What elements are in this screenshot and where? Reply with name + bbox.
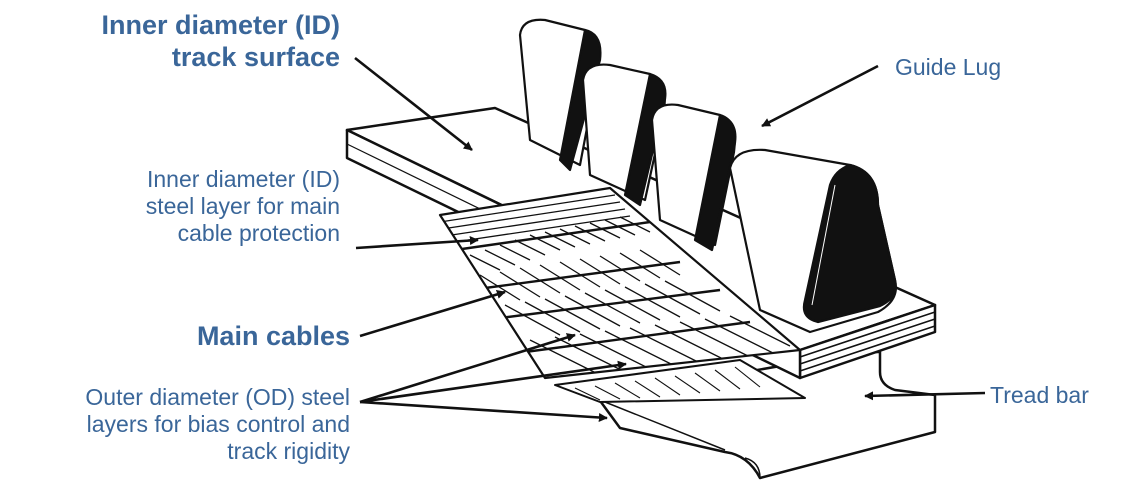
arrow-od-steel-1 bbox=[359, 333, 576, 404]
label-od-steel-line-2: layers for bias control and bbox=[86, 411, 350, 438]
label-id-steel-layer: Inner diameter (ID) steel layer for main… bbox=[10, 166, 340, 247]
label-id-steel-layer-line-2: steel layer for main bbox=[145, 193, 340, 220]
label-od-steel-layers: Outer diameter (OD) steel layers for bia… bbox=[4, 384, 350, 465]
label-id-steel-layer-line-1: Inner diameter (ID) bbox=[146, 166, 340, 192]
arrow-tread-bar bbox=[864, 391, 986, 401]
label-id-track-surface-line-2: track surface bbox=[171, 41, 340, 72]
label-guide-lug: Guide Lug bbox=[895, 54, 1001, 81]
leader-arrows bbox=[354, 56, 986, 422]
label-main-cables: Main cables bbox=[10, 321, 350, 353]
label-id-track-surface: Inner diameter (ID) track surface bbox=[10, 10, 340, 74]
label-tread-bar: Tread bar bbox=[990, 382, 1089, 409]
arrow-id-steel-layer bbox=[355, 236, 479, 250]
guide-lugs bbox=[518, 18, 897, 334]
arrow-od-steel-3 bbox=[359, 400, 608, 422]
arrow-od-steel-2 bbox=[359, 360, 627, 404]
label-tread-bar-text: Tread bar bbox=[990, 382, 1089, 408]
label-id-track-surface-line-1: Inner diameter (ID) bbox=[101, 10, 340, 40]
tread-bar-shape bbox=[596, 350, 937, 480]
track-illustration bbox=[345, 18, 937, 480]
label-guide-lug-text: Guide Lug bbox=[895, 54, 1002, 80]
label-od-steel-line-3: track rigidity bbox=[227, 438, 350, 465]
arrow-guide-lug bbox=[761, 64, 879, 128]
label-main-cables-text: Main cables bbox=[196, 321, 350, 351]
arrow-main-cables bbox=[359, 290, 506, 338]
label-od-steel-line-1: Outer diameter (OD) steel bbox=[85, 384, 350, 410]
label-id-steel-layer-line-3: cable protection bbox=[177, 220, 340, 247]
arrow-id-track-surface bbox=[354, 56, 473, 152]
